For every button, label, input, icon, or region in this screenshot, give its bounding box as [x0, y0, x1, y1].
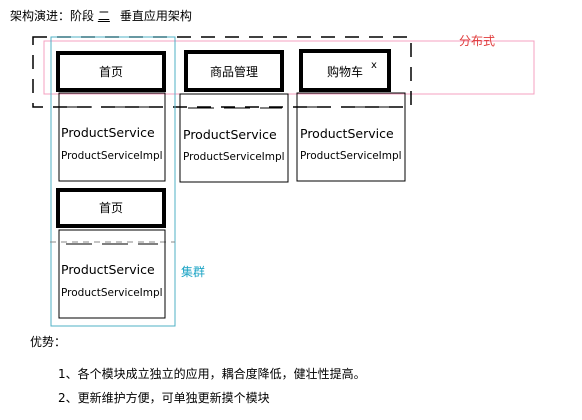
service-impl-1: ProductServiceImpl: [61, 150, 163, 162]
module-box-home-2: [58, 229, 166, 319]
title-prefix: 架构演进：: [10, 9, 71, 23]
service-name-2: ProductService: [183, 127, 277, 142]
module-box-home-1: [58, 92, 166, 182]
front-layer-dashed-border: [32, 36, 412, 108]
module-box-cart: [296, 92, 406, 182]
stray-mark: x: [371, 60, 377, 71]
module-header-home-2: [56, 188, 166, 228]
module-label-product-mgmt: 商品管理: [209, 65, 258, 79]
module-box-product-mgmt: [179, 93, 289, 183]
module-label-home-2: 首页: [98, 201, 123, 215]
diagram-title: 架构演进：阶段 二垂直应用架构: [10, 8, 192, 24]
advantage-item-2: 2、更新维护方便，可单独更新摸个模块: [58, 391, 270, 405]
service-impl-3: ProductServiceImpl: [300, 150, 402, 162]
service-impl-4: ProductServiceImpl: [61, 287, 163, 299]
module-label-cart: 购物车: [326, 65, 363, 79]
stage-label: 阶段: [70, 9, 95, 23]
advantages-heading: 优势：: [30, 335, 67, 349]
distributed-label: 分布式: [459, 34, 496, 48]
stage-name: 垂直应用架构: [119, 9, 192, 23]
cluster-region: [50, 36, 176, 327]
cluster-label: 集群: [181, 265, 206, 279]
distributed-region: [43, 40, 535, 95]
module-header-product-mgmt: [184, 50, 284, 92]
module-header-home-1: [56, 51, 166, 92]
service-name-4: ProductService: [61, 262, 155, 277]
service-impl-2: ProductServiceImpl: [183, 151, 285, 163]
advantage-item-1: 1、各个模块成立独立的应用，耦合度降低，健壮性提高。: [58, 367, 366, 381]
module-label-home-1: 首页: [98, 65, 123, 79]
module-header-cart: [299, 49, 391, 92]
stage-number: 二: [97, 9, 110, 23]
service-name-1: ProductService: [61, 125, 155, 140]
service-name-3: ProductService: [300, 126, 394, 141]
